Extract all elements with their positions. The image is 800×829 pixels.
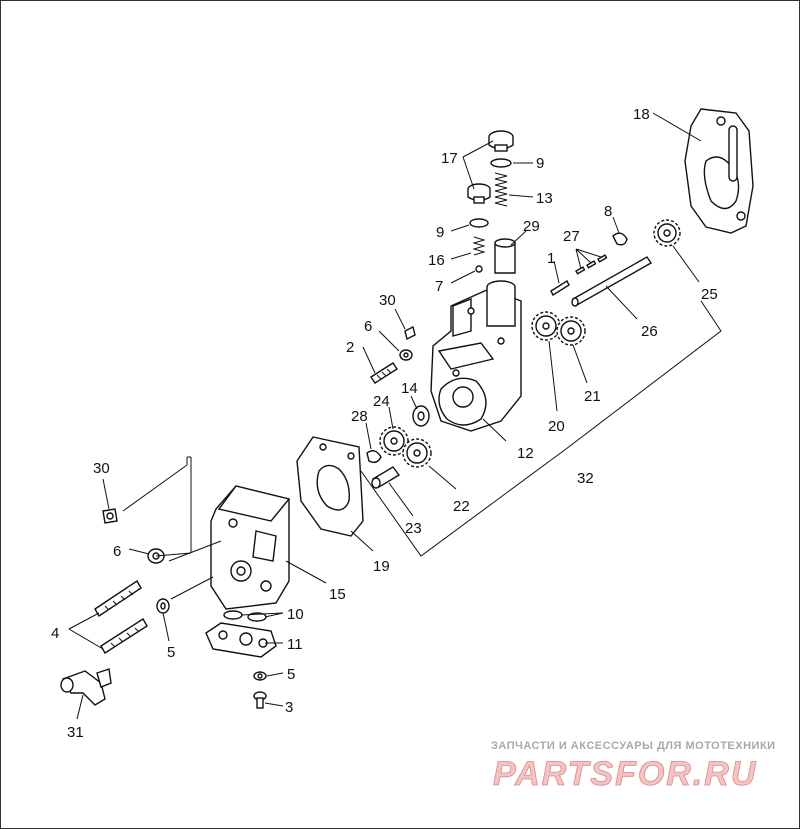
label-6-lower: 6 <box>113 543 121 560</box>
part-14-washer <box>412 405 430 427</box>
part-5-washer-left <box>156 598 170 614</box>
label-32: 32 <box>577 470 594 487</box>
part-18-cover-plate <box>684 108 754 234</box>
label-31: 31 <box>67 724 84 741</box>
label-6-upper: 6 <box>364 318 372 335</box>
label-28: 28 <box>351 408 368 425</box>
part-8-clip <box>612 232 628 246</box>
label-14: 14 <box>401 380 418 397</box>
label-9-upper: 9 <box>536 155 544 172</box>
label-16: 16 <box>428 252 445 269</box>
part-23-pin <box>371 466 401 489</box>
label-27: 27 <box>563 228 580 245</box>
part-6-washer-upper <box>399 349 413 361</box>
part-31-elbow-fitting <box>60 668 112 706</box>
part-10-orings <box>223 610 267 622</box>
label-20: 20 <box>548 418 565 435</box>
part-5-washer-bottom <box>253 671 267 681</box>
part-30-plug-upper <box>404 325 416 341</box>
label-11: 11 <box>287 636 303 653</box>
part-15-cover <box>210 485 291 610</box>
label-29: 29 <box>523 218 540 235</box>
part-20-gear <box>531 311 561 341</box>
label-5-bottom: 5 <box>287 666 295 683</box>
label-4: 4 <box>51 625 59 642</box>
part-19-gasket <box>296 436 364 537</box>
part-30-plug-lower <box>102 508 118 524</box>
label-12: 12 <box>517 445 534 462</box>
label-30-upper: 30 <box>379 292 396 309</box>
label-30-lower: 30 <box>93 460 110 477</box>
label-26: 26 <box>641 323 658 340</box>
label-10: 10 <box>287 606 304 623</box>
watermark-tagline: ЗАПЧАСТИ И АКСЕССУАРЫ ДЛЯ МОТОТЕХНИКИ <box>491 740 776 752</box>
part-1-pin <box>550 279 570 297</box>
part-28-clip <box>366 450 382 464</box>
label-18: 18 <box>633 106 650 123</box>
callout-labels: 18 25 26 27 8 1 17 9 13 9 29 16 7 30 6 2… <box>51 106 718 741</box>
label-15: 15 <box>329 586 346 603</box>
label-21: 21 <box>584 388 601 405</box>
label-1: 1 <box>547 250 555 267</box>
part-26-shaft <box>571 256 652 307</box>
part-13-spring <box>494 172 508 207</box>
watermark-logo: PARTSFOR.RU <box>493 755 757 793</box>
label-7: 7 <box>435 278 443 295</box>
label-5-left: 5 <box>167 644 175 661</box>
part-24-gear <box>379 426 409 456</box>
part-16-spring <box>472 236 486 256</box>
part-27-keys <box>575 254 608 275</box>
part-29-sleeve <box>494 238 516 274</box>
label-17: 17 <box>441 150 458 167</box>
part-21-gear <box>556 316 586 346</box>
label-19: 19 <box>373 558 390 575</box>
part-25-gear <box>653 219 681 247</box>
label-9-lower: 9 <box>436 224 444 241</box>
label-8: 8 <box>604 203 612 220</box>
label-2: 2 <box>346 339 354 356</box>
part-11-flange <box>205 622 277 658</box>
part-2-screw <box>370 362 398 384</box>
part-17-plug-lower <box>467 183 491 204</box>
part-17-plug-upper <box>488 130 514 152</box>
part-4-screw-upper <box>94 580 142 617</box>
label-23: 23 <box>405 520 422 537</box>
part-7-ball <box>475 265 483 273</box>
leader-lines <box>68 112 722 720</box>
part-22-gear <box>402 438 432 468</box>
part-4-screw-lower <box>100 618 148 654</box>
watermark: ЗАПЧАСТИ И АКСЕССУАРЫ ДЛЯ МОТОТЕХНИКИ PA… <box>491 740 776 793</box>
label-22: 22 <box>453 498 470 515</box>
label-3: 3 <box>285 699 293 716</box>
part-9-oring-lower <box>469 218 489 228</box>
label-25: 25 <box>701 286 718 303</box>
label-24: 24 <box>373 393 390 410</box>
part-9-oring-upper <box>490 158 512 168</box>
label-13: 13 <box>536 190 553 207</box>
part-3-screw <box>253 691 267 709</box>
part-12-pump-body <box>430 280 522 432</box>
